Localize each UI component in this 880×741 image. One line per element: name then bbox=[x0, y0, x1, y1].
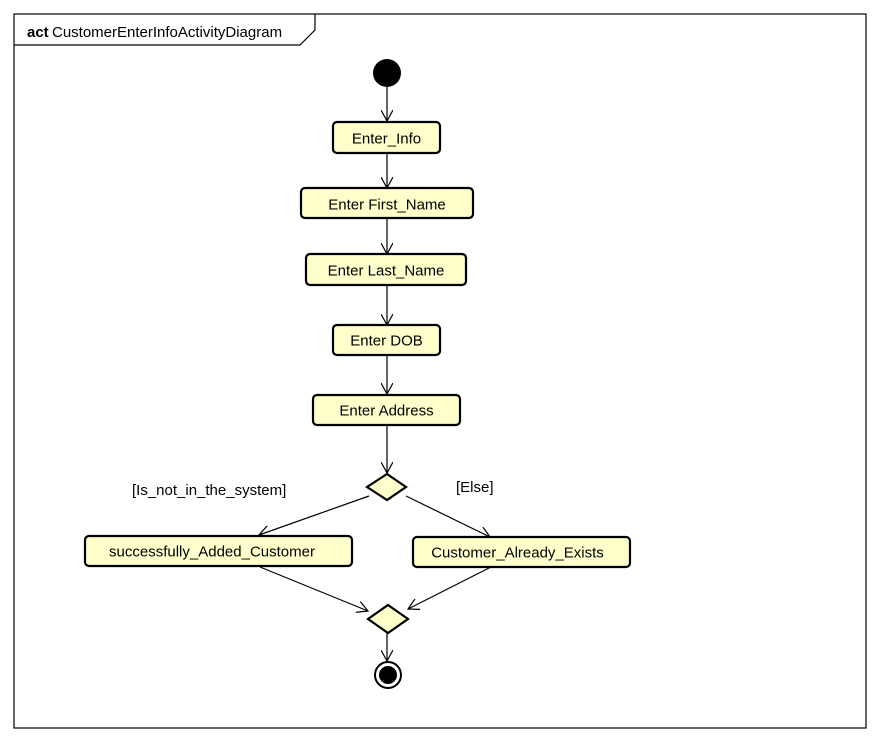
action-enter-dob: Enter DOB bbox=[331, 323, 442, 357]
action-enter-first-name: Enter First_Name bbox=[299, 186, 475, 220]
flow-success-to-merge bbox=[259, 566, 368, 611]
merge-node bbox=[366, 603, 410, 635]
action-customer-already-exists: Customer_Already_Exists bbox=[411, 535, 632, 569]
flow-decision-to-exists bbox=[405, 495, 490, 537]
final-node bbox=[374, 661, 402, 689]
action-label: Enter Address bbox=[339, 403, 433, 420]
action-enter-info: Enter_Info bbox=[331, 120, 442, 155]
action-enter-last-name: Enter Last_Name bbox=[304, 252, 468, 287]
action-label: Enter_Info bbox=[352, 131, 421, 148]
flow-exists-to-merge bbox=[408, 566, 492, 609]
decision-node bbox=[364, 472, 408, 502]
action-label: successfully_Added_Customer bbox=[109, 544, 315, 561]
frame-keyword: act bbox=[27, 24, 49, 41]
guard-not-in-system: [Is_not_in_the_system] bbox=[132, 482, 286, 499]
guard-else: [Else] bbox=[456, 479, 494, 496]
action-label: Enter First_Name bbox=[328, 197, 446, 214]
action-successfully-added-customer: successfully_Added_Customer bbox=[83, 534, 354, 568]
action-enter-address: Enter Address bbox=[311, 393, 462, 427]
frame-name-tab bbox=[14, 14, 316, 46]
action-label: Enter DOB bbox=[350, 333, 423, 350]
frame-title: CustomerEnterInfoActivityDiagram bbox=[52, 24, 282, 41]
diagram-frame bbox=[13, 13, 867, 729]
initial-node bbox=[373, 59, 401, 87]
flow-decision-to-success bbox=[259, 495, 370, 535]
action-label: Enter Last_Name bbox=[328, 263, 445, 280]
action-label: Customer_Already_Exists bbox=[431, 545, 604, 562]
